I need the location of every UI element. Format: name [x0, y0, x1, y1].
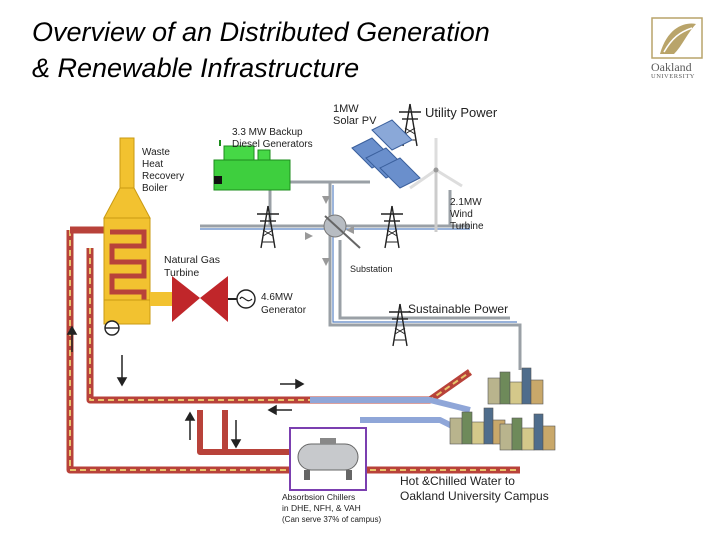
- diesel-generator-icon: [213, 140, 291, 191]
- pump-icon: [104, 320, 120, 336]
- waste-heat-boiler-icon: [103, 137, 151, 325]
- label-diesel-1: 3.3 MW Backup: [232, 127, 303, 138]
- substation-icon: [305, 196, 361, 266]
- label-gen-2: Generator: [261, 305, 307, 316]
- label-gas-1: Natural Gas: [164, 254, 220, 266]
- label-wind-2: Wind: [450, 209, 473, 220]
- wind-turbine-icon: [409, 138, 463, 232]
- label-chiller-3: (Can serve 37% of campus): [282, 515, 381, 524]
- label-waste-4: Boiler: [142, 183, 168, 194]
- solar-pv-icon: [351, 119, 421, 189]
- label-utility: Utility Power: [425, 105, 498, 120]
- label-sustainable: Sustainable Power: [408, 302, 508, 316]
- label-diesel-2: Diesel Generators: [232, 139, 313, 150]
- label-gas-2: Turbine: [164, 267, 199, 279]
- generator-icon: [236, 289, 256, 309]
- label-waste-1: Waste: [142, 147, 170, 158]
- page-title: Overview of an Distributed Generation & …: [32, 14, 490, 86]
- label-wind-1: 2.1MW: [450, 197, 482, 208]
- label-campus-1: Hot &Chilled Water to: [400, 474, 515, 488]
- label-solar-1: 1MW: [333, 103, 359, 115]
- label-substation: Substation: [350, 264, 393, 274]
- title-line-1: Overview of an Distributed Generation: [32, 17, 490, 47]
- label-waste-3: Recovery: [142, 171, 184, 182]
- gas-turbine-icon: [150, 276, 238, 322]
- logo-name: Oakland: [651, 60, 692, 74]
- oak-leaf-icon: [651, 17, 703, 59]
- campus-buildings-icon: [499, 413, 556, 451]
- oakland-university-logo: Oakland UNIVERSITY: [650, 16, 704, 80]
- hot-water-pipes: [66, 226, 520, 474]
- logo-sub: UNIVERSITY: [651, 73, 695, 80]
- absorption-chiller-icon: [289, 427, 367, 491]
- label-chiller-2: in DHE, NFH, & VAH: [282, 503, 361, 513]
- flow-arrows: [66, 325, 305, 449]
- label-waste-2: Heat: [142, 159, 163, 170]
- label-campus-2: Oakland University Campus: [400, 489, 549, 503]
- label-gen-1: 4.6MW: [261, 292, 293, 303]
- label-chiller-1: Absorbsion Chillers: [282, 492, 355, 502]
- label-solar-2: Solar PV: [333, 115, 377, 127]
- campus-buildings-icon: [449, 407, 506, 445]
- campus-buildings-icon: [487, 367, 544, 405]
- label-wind-3: Turbine: [450, 221, 484, 232]
- title-line-2: & Renewable Infrastructure: [32, 53, 360, 83]
